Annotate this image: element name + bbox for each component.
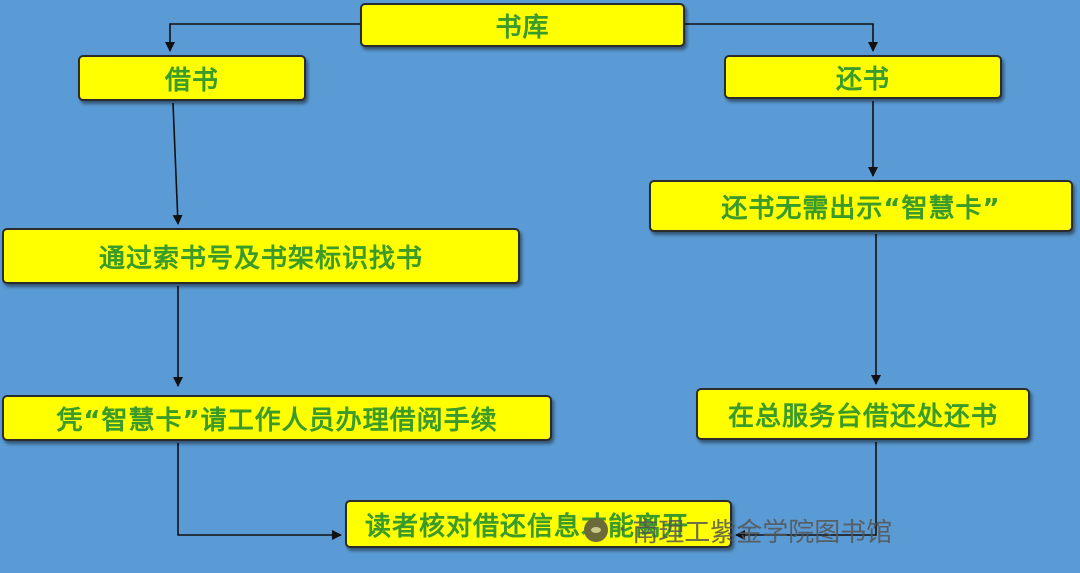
node-verify-leave: 读者核对借还信息才能离开 — [345, 500, 732, 548]
node-return-label: 还书 — [835, 64, 890, 95]
arrow-library-to-borrow — [165, 23, 360, 52]
node-no-card-needed: 还书无需出示“智慧卡” — [649, 180, 1073, 232]
watermark: · 南理工紫金学院图书馆 — [584, 510, 892, 550]
arrow-card-to-verify — [177, 443, 342, 540]
node-verify-leave-label: 读者核对借还信息才能离开 — [365, 511, 690, 542]
node-no-card-label: 还书无需出示“智慧卡” — [721, 193, 1001, 224]
node-find-book-label: 通过索书号及书架标识找书 — [98, 243, 423, 274]
wechat-logo-icon — [584, 518, 608, 542]
node-library: 书库 — [360, 3, 685, 47]
node-find-book: 通过索书号及书架标识找书 — [2, 228, 520, 284]
arrow-desk-to-verify — [735, 442, 877, 540]
arrow-library-to-return — [685, 23, 878, 52]
arrow-borrow-to-find — [172, 102, 183, 225]
node-card-checkout-label: 凭“智慧卡”请工作人员办理借阅手续 — [56, 405, 498, 436]
watermark-text: 南理工紫金学院图书馆 — [632, 517, 893, 548]
node-service-desk-label: 在总服务台借还处还书 — [727, 401, 998, 432]
node-borrow: 借书 — [78, 55, 306, 101]
node-card-checkout: 凭“智慧卡”请工作人员办理借阅手续 — [2, 395, 552, 441]
node-borrow-label: 借书 — [164, 65, 219, 96]
watermark-separator: · — [618, 515, 627, 545]
node-service-desk: 在总服务台借还处还书 — [696, 388, 1030, 440]
node-library-label: 书库 — [495, 12, 550, 43]
node-return: 还书 — [724, 55, 1002, 99]
